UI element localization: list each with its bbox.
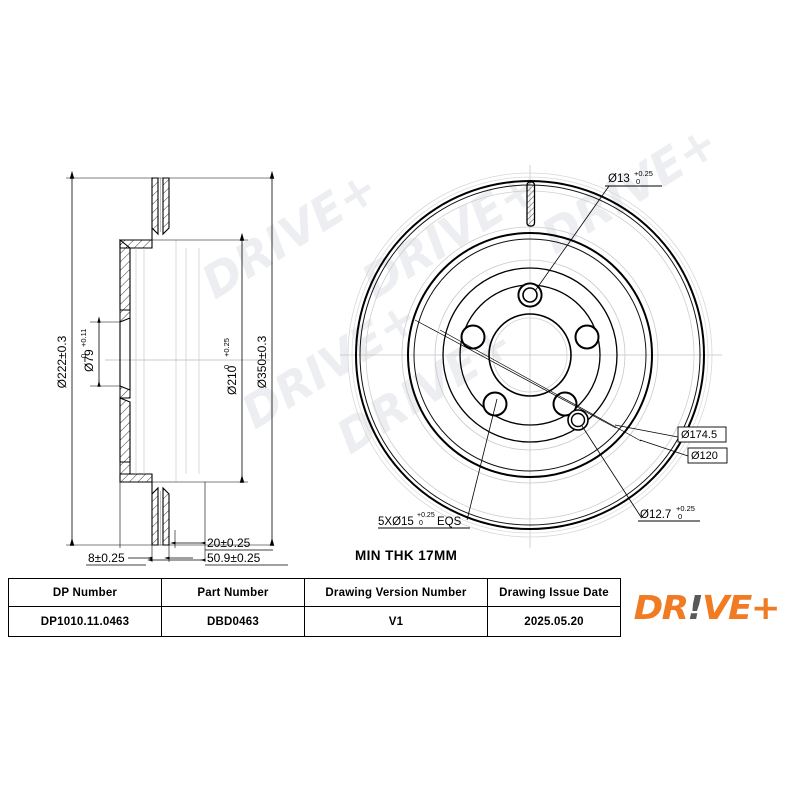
dim-t8: 8±0.25	[86, 551, 193, 566]
min-thickness-note: MIN THK 17MM	[355, 548, 458, 563]
callout-tol-dn-d127: 0	[678, 512, 682, 521]
header-issue-date: Drawing Issue Date	[487, 578, 621, 607]
callout-label-d1745: Ø174.5	[681, 429, 717, 441]
dim-tol-dn-d79: 0	[79, 354, 88, 358]
header-part-number: Part Number	[161, 578, 305, 607]
dim-t509: 50.9±0.25	[147, 551, 288, 566]
dim-tol-up-d79: +0.11	[79, 329, 88, 347]
callout-d127: Ø12.7 +0.25 0	[581, 425, 700, 522]
callout-suffix-5x15: EQS	[437, 516, 462, 528]
dim-label-t509: 50.9±0.25	[207, 551, 261, 565]
value-part-number: DBD0463	[161, 606, 305, 637]
locating-hole-lower-right	[567, 409, 589, 431]
callout-tol-dn-d13: 0	[636, 177, 640, 186]
value-dp-number: DP1010.11.0463	[8, 606, 162, 637]
logo-text: DR!VE+	[633, 588, 781, 627]
dim-tol-up-d210: +0.25	[222, 338, 231, 357]
logo-exclamation: !	[687, 588, 704, 627]
face-view: Ø13 +0.25 0 Ø174.5 Ø120 Ø12.7 +0.25 0	[340, 165, 728, 548]
value-issue-date: 2025.05.20	[487, 606, 621, 637]
logo-text-pre: DR	[633, 588, 689, 627]
dim-label-d210: Ø210	[225, 365, 239, 395]
dim-t20: 20±0.25	[170, 536, 273, 551]
dim-label-t20: 20±0.25	[207, 536, 251, 550]
callout-tol-up-5x15: +0.25	[417, 512, 435, 519]
callout-tol-up-d127: +0.25	[676, 504, 695, 513]
dim-label-t8: 8±0.25	[88, 551, 125, 565]
header-dp-number: DP Number	[8, 578, 162, 607]
dim-d222: Ø222±0.3	[55, 170, 75, 546]
dim-d79: Ø79 +0.11 0	[79, 316, 101, 387]
callout-d13: Ø13 +0.25 0	[534, 169, 662, 292]
logo-text-post: VE+	[702, 588, 781, 627]
callout-label-d120: Ø120	[691, 450, 718, 462]
callout-d120: Ø120	[639, 439, 728, 464]
watermark-group: DRIVE+ DRIVE+ DRIVE+ DRIVE+ DRIVE+	[192, 115, 727, 465]
dim-tol-dn-d210: 0	[222, 365, 231, 369]
callout-tol-up-d13: +0.25	[634, 169, 653, 178]
callout-d1745: Ø174.5	[614, 424, 727, 443]
section-marker-top	[526, 181, 536, 227]
dim-label-d350: Ø350±0.3	[255, 335, 269, 388]
dim-label-d222: Ø222±0.3	[55, 335, 69, 388]
svg-text:DRIVE+: DRIVE+	[192, 160, 387, 310]
brand-logo-cell: DR!VE+	[620, 578, 792, 637]
callout-label-d13: Ø13	[608, 173, 630, 185]
title-block-header-row: DP Number Part Number Drawing Version Nu…	[8, 578, 792, 637]
value-drawing-version: V1	[304, 606, 488, 637]
callout-tol-dn-5x15: 0	[419, 520, 423, 527]
callout-label-5x15: 5XØ15	[378, 516, 414, 528]
callout-5x15: 5XØ15 +0.25 0 EQS	[378, 398, 498, 529]
callout-label-d127: Ø12.7	[640, 509, 671, 521]
section-view: Ø222±0.3 Ø79 +0.11 0 Ø210 +0.25 0 Ø350±0…	[55, 170, 288, 566]
title-block-value-row: DP1010.11.0463 DBD0463 V1 2025.05.20	[8, 606, 793, 637]
svg-text:DRIVE+: DRIVE+	[532, 115, 727, 265]
dim-d210: Ø210 +0.25 0	[222, 232, 245, 483]
drive-plus-logo: DR!VE+	[622, 580, 791, 636]
dim-label-d79: Ø79	[82, 349, 96, 372]
title-block: DP Number Part Number Drawing Version Nu…	[8, 578, 792, 637]
header-drawing-version: Drawing Version Number	[304, 578, 488, 607]
dim-d350: Ø350±0.3	[255, 170, 275, 546]
